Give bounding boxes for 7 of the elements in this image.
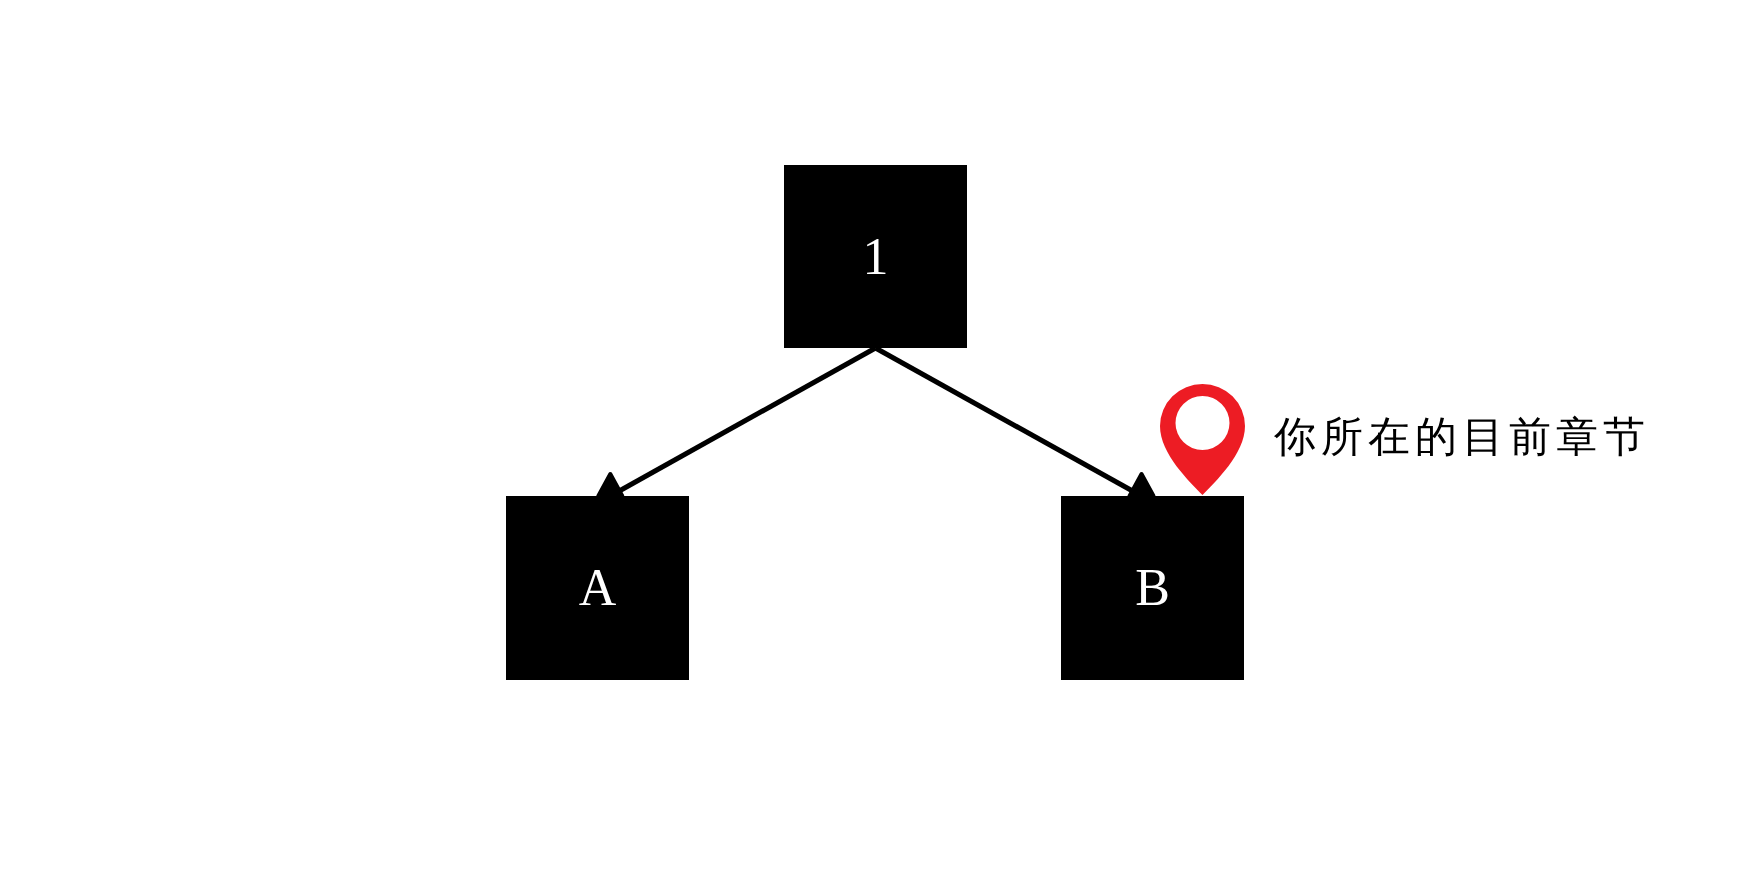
node-box [506, 496, 689, 680]
node-label: A [578, 562, 617, 614]
node-box [784, 165, 967, 348]
caption-text: 你所在的目前章节 [1274, 416, 1650, 458]
node-box [1061, 496, 1244, 680]
node-label: B [1135, 562, 1170, 614]
node-label: 1 [862, 230, 889, 283]
